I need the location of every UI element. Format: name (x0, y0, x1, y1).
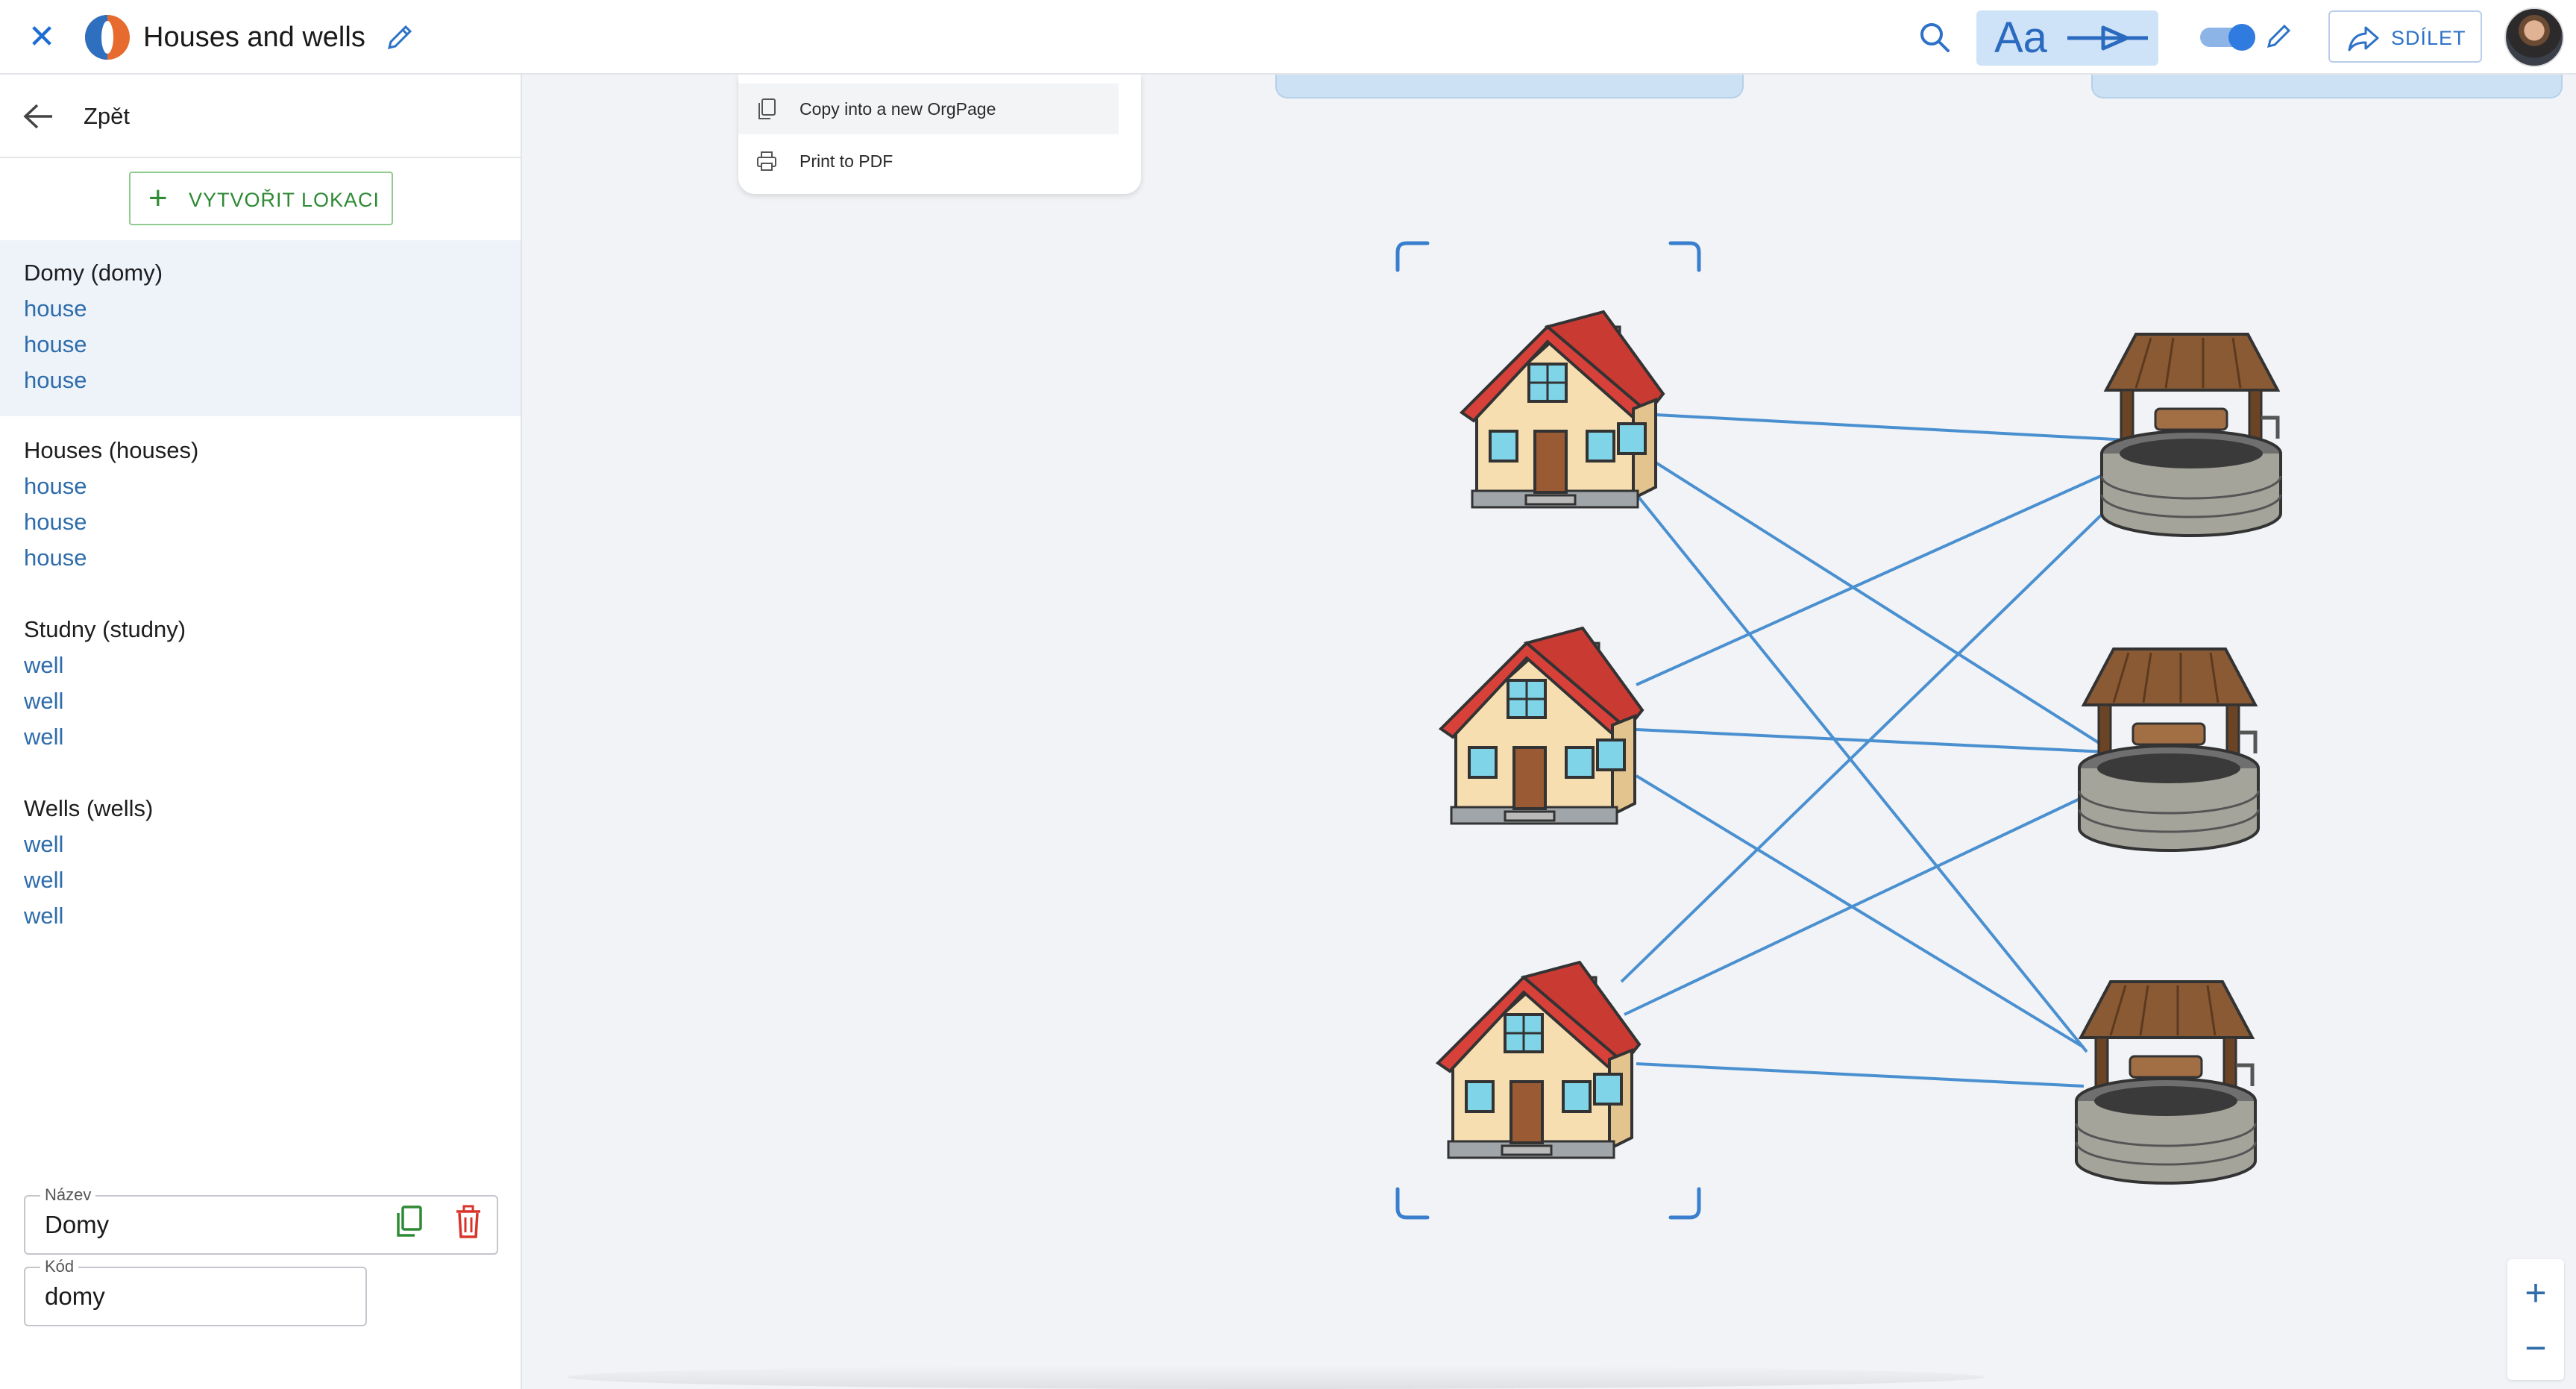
trash-icon[interactable] (452, 1204, 485, 1240)
houses-wells-diagram (1395, 241, 2576, 1220)
zoom-out-button[interactable]: − (2525, 1327, 2547, 1369)
house-icon[interactable] (1436, 961, 1641, 1159)
location-group-domy[interactable]: Domy (domy) house house house (0, 240, 521, 416)
back-label: Zpět (84, 103, 131, 129)
list-item[interactable]: well (24, 867, 64, 893)
group-title: Houses (houses) (24, 437, 199, 463)
name-field-value: Domy (45, 1211, 110, 1238)
sidebar: Zpět + VYTVOŘIT LOKACI Domy (domy) house… (0, 75, 522, 1389)
edit-pencil-icon[interactable] (383, 21, 416, 54)
list-item[interactable]: house (24, 509, 87, 535)
list-item[interactable]: house (24, 367, 87, 393)
list-item[interactable]: house (24, 473, 87, 499)
top-bar: ✕ Houses and wells Aa SDÍLET (0, 0, 2576, 75)
selection-frame (1395, 241, 1701, 1220)
create-location-button[interactable]: + VYTVOŘIT LOKACI (129, 172, 393, 225)
edit-mode-switch[interactable] (2200, 24, 2255, 51)
group-title: Wells (wells) (24, 795, 154, 821)
plus-icon: + (148, 180, 169, 216)
list-item[interactable]: well (24, 652, 64, 678)
location-group-wells[interactable]: Wells (wells) well well well (0, 774, 521, 953)
page-title: Houses and wells (143, 22, 365, 53)
zoom-controls: + − (2507, 1259, 2564, 1380)
location-group-studny[interactable]: Studny (studny) well well well (0, 595, 521, 774)
code-field-label: Kód (40, 1257, 79, 1276)
menu-item-label: Copy into a new OrgPage (799, 99, 996, 119)
code-field-value: domy (45, 1282, 105, 1310)
list-item[interactable]: house (24, 331, 87, 357)
list-item[interactable]: well (24, 724, 64, 750)
menu-item-label: Print to PDF (799, 151, 893, 171)
bottom-shadow (567, 1365, 1984, 1389)
logo-icon (85, 15, 130, 60)
print-icon (757, 151, 776, 171)
menu-item-copy-orgpage[interactable]: Copy into a new OrgPage (738, 84, 1119, 134)
well-icon[interactable] (2079, 649, 2258, 850)
arrow-icon (2067, 25, 2148, 51)
list-item[interactable]: well (24, 831, 64, 857)
well-icon[interactable] (2102, 334, 2281, 536)
house-icon[interactable] (1439, 627, 1644, 825)
canvas-card-top[interactable] (1275, 75, 1744, 98)
list-item[interactable]: house (24, 545, 87, 571)
share-label: SDÍLET (2391, 27, 2466, 49)
create-location-label: VYTVOŘIT LOKACI (189, 189, 380, 211)
back-arrow-icon (23, 104, 52, 129)
edit-pencil-icon (2266, 24, 2291, 48)
location-group-houses[interactable]: Houses (houses) house house house (0, 416, 521, 595)
code-field[interactable]: Kód domy (24, 1257, 367, 1326)
copy-icon[interactable] (392, 1204, 425, 1240)
switch-knob (2228, 24, 2255, 51)
group-title: Domy (domy) (24, 260, 163, 286)
zoom-in-button[interactable]: + (2525, 1272, 2547, 1314)
font-size-label: Aa (1994, 13, 2047, 62)
connector-lines (1620, 413, 2129, 1088)
display-style-toggle[interactable]: Aa (1976, 10, 2158, 66)
list-item[interactable]: well (24, 688, 64, 714)
copy-icon (758, 98, 776, 119)
name-field[interactable]: Název Domy (24, 1185, 498, 1255)
house-icon[interactable] (1460, 310, 1665, 509)
well-icon[interactable] (2076, 982, 2255, 1183)
menu-item-print-pdf[interactable]: Print to PDF (738, 136, 1119, 186)
list-item[interactable]: well (24, 903, 64, 929)
search-icon[interactable] (1915, 18, 1954, 57)
list-item[interactable]: house (24, 295, 87, 322)
name-field-label: Název (40, 1185, 96, 1205)
share-button[interactable]: SDÍLET (2328, 10, 2482, 63)
close-icon[interactable]: ✕ (28, 19, 56, 55)
back-button[interactable]: Zpět (0, 75, 521, 158)
canvas-card-top[interactable] (2091, 75, 2563, 98)
group-title: Studny (studny) (24, 616, 186, 642)
avatar[interactable] (2504, 7, 2564, 67)
context-menu: Copy into a new OrgPage Print to PDF (738, 75, 1141, 194)
share-icon (2348, 26, 2379, 51)
